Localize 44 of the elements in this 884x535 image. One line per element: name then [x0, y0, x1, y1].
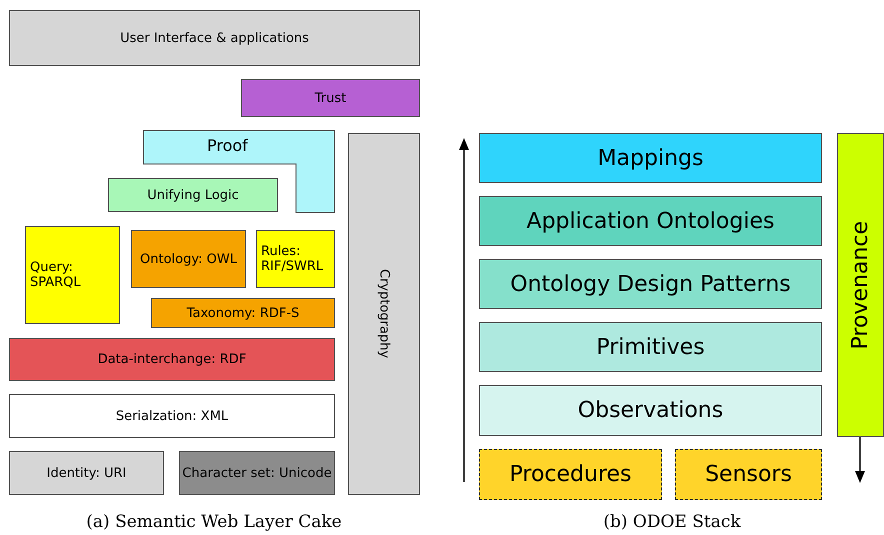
- layer-box: [25, 226, 120, 324]
- layer-label: Observations: [578, 398, 724, 423]
- layer-label: Ontology: OWL: [140, 252, 237, 266]
- layer-label: Unifying Logic: [147, 188, 239, 202]
- layer-label: Taxonomy: RDF-S: [186, 306, 300, 320]
- layer-box: [479, 133, 822, 183]
- layer-label: Query: SPARQL: [29, 260, 82, 290]
- layer-box: [241, 79, 420, 117]
- layer-box: [9, 10, 420, 66]
- figure-caption: (a) Semantic Web Layer Cake: [86, 512, 342, 532]
- layer-box: [179, 451, 335, 495]
- vertical-layer-box: [837, 133, 884, 437]
- layer-box: [479, 259, 822, 309]
- layer-label: Application Ontologies: [526, 208, 774, 234]
- layer-box: [256, 230, 335, 288]
- layer-label: Serialzation: XML: [116, 408, 228, 424]
- layer-label: Provenance: [848, 220, 873, 350]
- layer-label: Identity: URI: [46, 466, 126, 480]
- layer-box: [131, 230, 246, 288]
- layer-label: Ontology Design Patterns: [510, 272, 791, 296]
- layer-box: [479, 322, 822, 372]
- layer-box: [479, 196, 822, 246]
- layer-shape: [143, 130, 335, 213]
- layer-box: [9, 338, 335, 381]
- layer-label: Primitives: [596, 334, 705, 360]
- dashed-layer-box: [479, 449, 662, 500]
- layer-label: Data-interchange: RDF: [98, 352, 246, 367]
- layer-label: Trust: [314, 90, 346, 106]
- layer-label: Cryptography: [376, 269, 392, 359]
- layer-box: [9, 451, 164, 495]
- layer-label: Rules: RIF/SWRL: [260, 244, 324, 274]
- layer-label: Sensors: [705, 462, 792, 487]
- figure-caption: (b) ODOE Stack: [603, 512, 741, 532]
- layer-label: Mappings: [598, 146, 704, 170]
- dashed-layer-box: [675, 449, 822, 500]
- layer-label: Procedures: [510, 462, 632, 487]
- layer-box: [479, 385, 822, 436]
- layer-box: [151, 298, 335, 328]
- layer-box: [108, 178, 278, 212]
- layer-label: Character set: Unicode: [182, 466, 332, 480]
- layer-box: [9, 394, 335, 438]
- layer-label: Proof: [207, 136, 248, 155]
- vertical-layer-box: [348, 133, 420, 495]
- layer-label: User Interface & applications: [120, 30, 309, 46]
